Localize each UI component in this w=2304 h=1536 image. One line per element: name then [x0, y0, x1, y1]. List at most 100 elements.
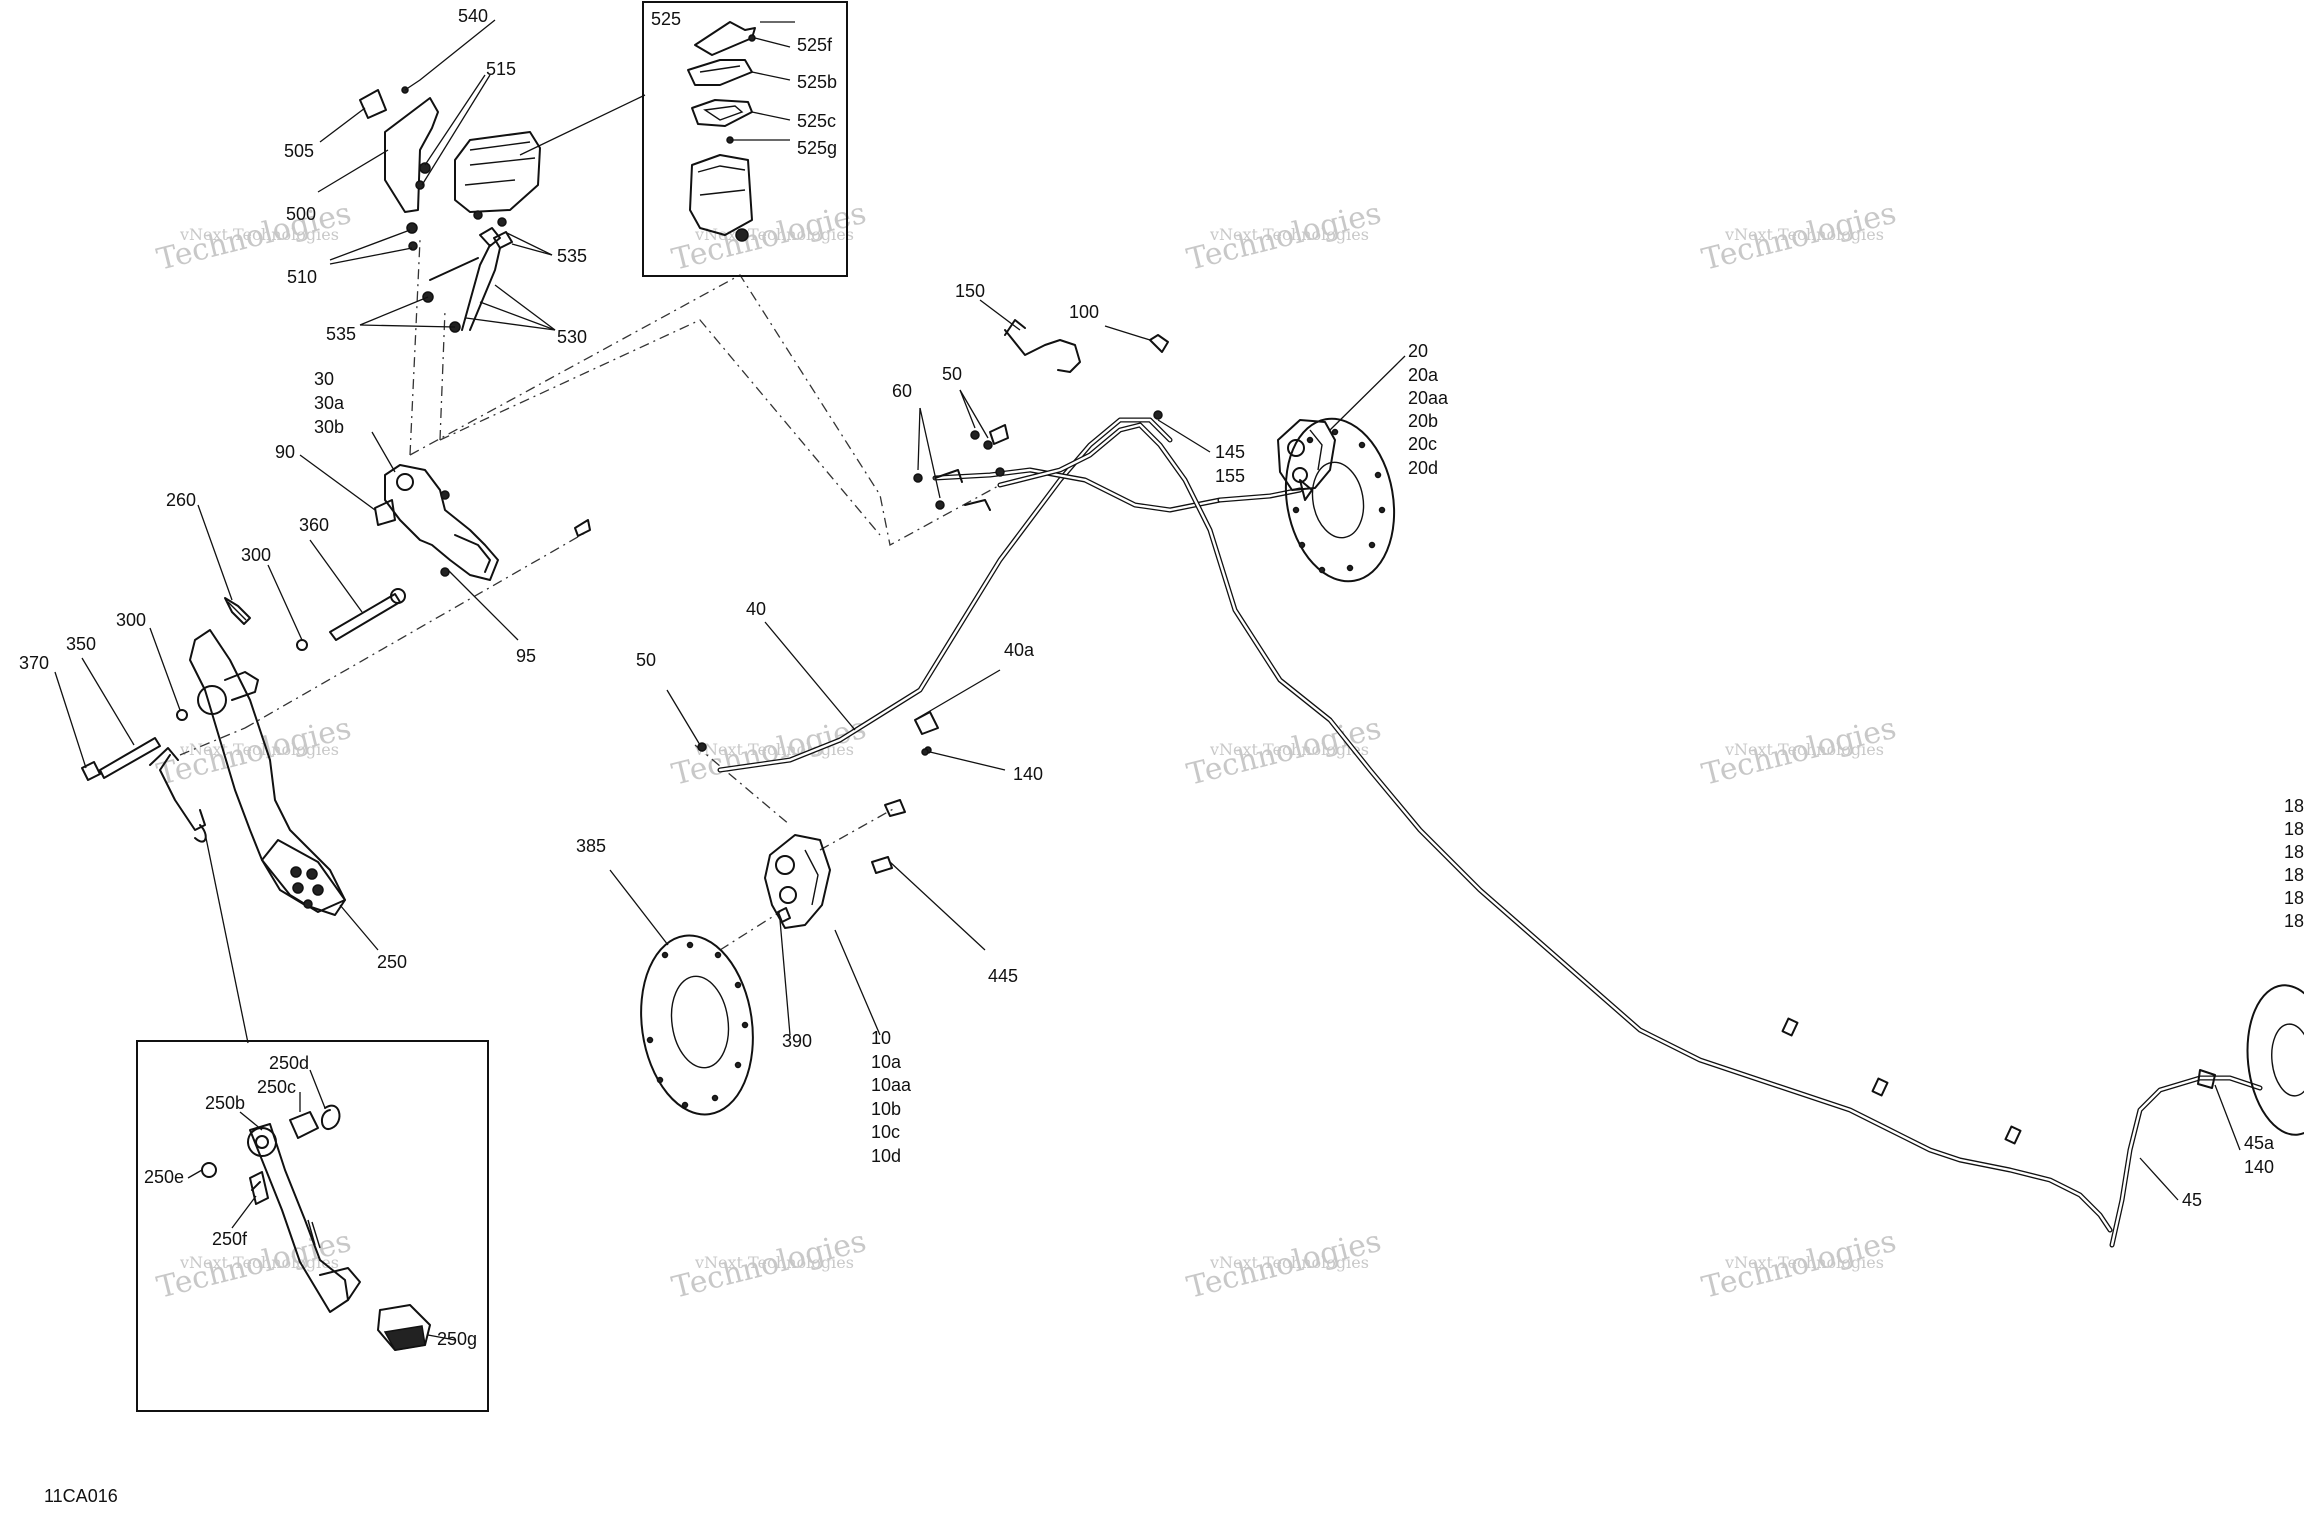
front-left-caliper — [764, 799, 906, 929]
callout-145: 145 — [1215, 442, 1245, 462]
svg-text:vNext Technologies: vNext Technologies — [1724, 1253, 1884, 1272]
svg-text:vNext Technologies: vNext Technologies — [1724, 740, 1884, 759]
pedal-hardware — [81, 588, 406, 781]
callout-10b: 10b — [871, 1099, 901, 1119]
callout-250d: 250d — [269, 1053, 309, 1073]
svg-text:Technologies: Technologies — [1183, 1224, 1384, 1306]
watermark: vNext Technologies Technologies — [668, 711, 869, 793]
callout-260: 260 — [166, 490, 196, 510]
watermark: vNext Technologies Technologies — [1183, 1224, 1384, 1306]
callout-30b: 30b — [314, 417, 344, 437]
svg-text:Technologies: Technologies — [1698, 1224, 1899, 1306]
watermark: vNext Technologies Technologies — [1698, 1224, 1899, 1306]
callout-20b: 20b — [1408, 411, 1438, 431]
callout-30: 30 — [314, 369, 334, 389]
watermark: vNext Technologies Technologies — [153, 196, 354, 278]
callout-150: 150 — [955, 281, 985, 301]
callout-155: 155 — [1215, 466, 1245, 486]
callout-50-lower: 50 — [636, 650, 656, 670]
kit-525-box — [642, 1, 848, 277]
callout-40a: 40a — [1004, 640, 1035, 660]
rear-brake-disc — [2246, 984, 2304, 1136]
callout-95: 95 — [516, 646, 536, 666]
callout-10aa: 10aa — [871, 1075, 912, 1095]
callout-20d: 20d — [1408, 458, 1438, 478]
callout-515: 515 — [486, 59, 516, 79]
callout-385: 385 — [576, 836, 606, 856]
callout-445: 445 — [988, 966, 1018, 986]
watermark: vNext Technologies Technologies — [1698, 711, 1899, 793]
callout-250f: 250f — [212, 1229, 248, 1249]
callout-20aa: 20aa — [1408, 388, 1449, 408]
pedal-detail-inset — [136, 1040, 489, 1412]
callout-540: 540 — [458, 6, 488, 26]
svg-text:Technologies: Technologies — [1183, 196, 1384, 278]
callout-30a: 30a — [314, 393, 345, 413]
svg-text:vNext Technologies: vNext Technologies — [179, 225, 339, 244]
callout-510: 510 — [287, 267, 317, 287]
callout-140-front: 140 — [1013, 764, 1043, 784]
svg-text:Technologies: Technologies — [1698, 711, 1899, 793]
svg-text:vNext Technologies: vNext Technologies — [694, 1253, 854, 1272]
callout-500: 500 — [286, 204, 316, 224]
callout-535-lower: 535 — [326, 324, 356, 344]
abs-mount-bracket — [359, 86, 439, 251]
callout-60: 60 — [892, 381, 912, 401]
svg-text:vNext Technologies: vNext Technologies — [1724, 225, 1884, 244]
callout-250c: 250c — [257, 1077, 296, 1097]
svg-text:Technologies: Technologies — [153, 711, 354, 793]
callout-50-upper: 50 — [942, 364, 962, 384]
callout-45: 45 — [2182, 1190, 2202, 1210]
callout-20: 20 — [1408, 341, 1428, 361]
callout-18-5: 18 — [2284, 888, 2304, 908]
callout-18-4: 18 — [2284, 865, 2304, 885]
pedal-lever-detail — [201, 1104, 431, 1351]
master-cylinder — [374, 464, 591, 581]
svg-text:vNext Technologies: vNext Technologies — [179, 740, 339, 759]
watermark: vNext Technologies Technologies — [1698, 196, 1899, 278]
brake-pedal — [149, 629, 346, 916]
callout-525: 525 — [651, 9, 681, 29]
callout-250g: 250g — [437, 1329, 477, 1349]
watermark: vNext Technologies Technologies — [153, 711, 354, 793]
callout-535-upper: 535 — [557, 246, 587, 266]
callout-300-lower: 300 — [116, 610, 146, 630]
watermark: vNext Technologies Technologies — [1183, 196, 1384, 278]
front-right-caliper — [1277, 419, 1336, 491]
callout-505: 505 — [284, 141, 314, 161]
callout-525b: 525b — [797, 72, 837, 92]
watermark: vNext Technologies Technologies — [668, 1224, 869, 1306]
watermark: vNext Technologies Technologies — [668, 196, 869, 278]
callout-525c: 525c — [797, 111, 836, 131]
abs-control-module — [454, 131, 541, 249]
callout-10a: 10a — [871, 1052, 902, 1072]
callout-90: 90 — [275, 442, 295, 462]
abs-brake-lines-530 — [422, 244, 501, 333]
brake-lines — [717, 319, 2263, 1248]
svg-text:Technologies: Technologies — [668, 711, 869, 793]
callout-300-upper: 300 — [241, 545, 271, 565]
callout-530: 530 — [557, 327, 587, 347]
callout-20c: 20c — [1408, 434, 1437, 454]
callout-250e: 250e — [144, 1167, 184, 1187]
svg-text:vNext Technologies: vNext Technologies — [1209, 225, 1369, 244]
watermarks: vNext Technologies Technologies vNext Te… — [153, 196, 1899, 1306]
svg-text:Technologies: Technologies — [153, 196, 354, 278]
diagram-code: 11CA016 — [44, 1486, 118, 1506]
callout-360: 360 — [299, 515, 329, 535]
callout-10d: 10d — [871, 1146, 901, 1166]
hose-fittings — [697, 410, 1163, 756]
svg-text:vNext Technologies: vNext Technologies — [694, 740, 854, 759]
callout-525g: 525g — [797, 138, 837, 158]
callout-18-3: 18 — [2284, 842, 2304, 862]
callout-labels: 540 515 505 500 510 535 535 530 525 525f… — [19, 6, 2304, 1506]
callout-370: 370 — [19, 653, 49, 673]
callout-100: 100 — [1069, 302, 1099, 322]
svg-text:vNext Technologies: vNext Technologies — [1209, 740, 1369, 759]
callout-20a: 20a — [1408, 365, 1439, 385]
svg-text:Technologies: Technologies — [668, 196, 869, 278]
assembly-centerlines — [179, 239, 1001, 951]
svg-text:Technologies: Technologies — [1698, 196, 1899, 278]
callout-18-6: 18 — [2284, 911, 2304, 931]
